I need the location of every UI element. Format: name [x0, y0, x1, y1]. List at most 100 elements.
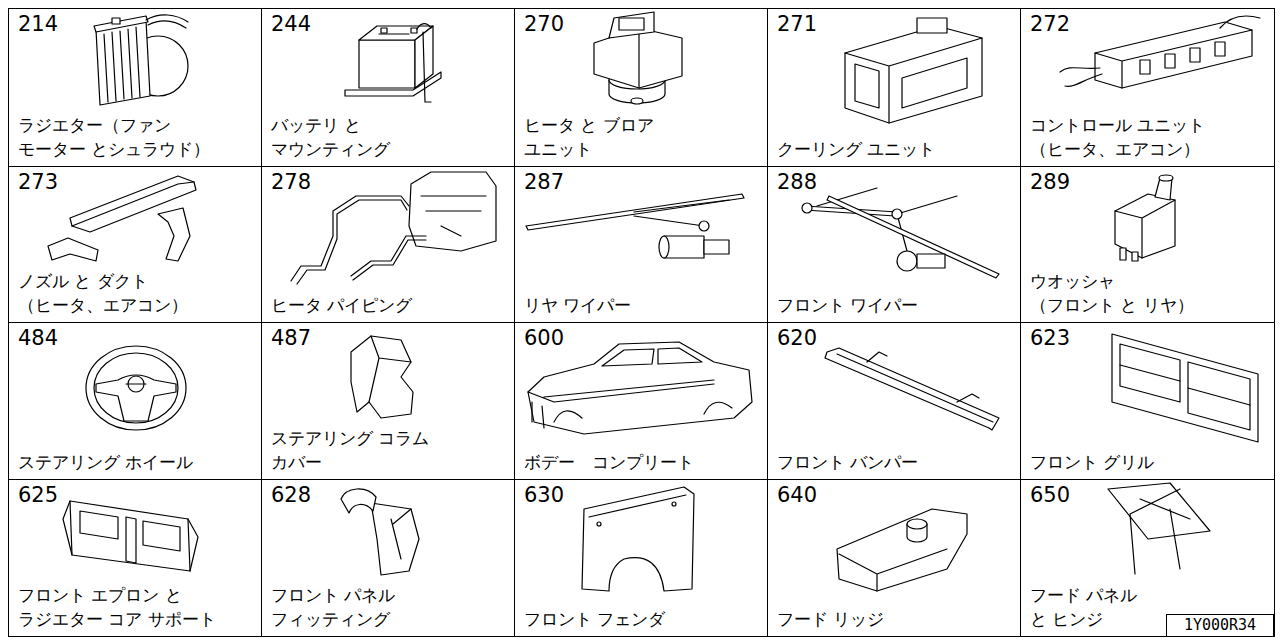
catalog-cell: 640フード リッジ: [767, 479, 1021, 637]
callout-number: 273: [18, 169, 255, 195]
heater-piping-illustration-stroke: [291, 196, 409, 284]
part-name: ボデー コンプリート: [524, 451, 728, 475]
front-wiper-illustration-stroke: [802, 203, 812, 213]
bumper-illustration-stroke: [837, 354, 993, 422]
heater-blower-illustration-stroke: [609, 12, 654, 38]
callout-number: 628: [271, 482, 508, 508]
body-illustration-stroke: [528, 342, 752, 434]
apron-illustration-stroke: [70, 501, 190, 571]
nozzle-duct-illustration: [48, 176, 196, 261]
front-wiper-illustration-stroke: [817, 188, 957, 251]
steering-wheel-illustration-stroke: [86, 346, 186, 430]
body-illustration: [528, 342, 752, 434]
part-name: フロント ワイパー: [777, 294, 981, 318]
control-unit-illustration-stroke: [1095, 22, 1252, 88]
body-illustration-stroke: [602, 348, 702, 366]
radiator-illustration-stroke: [112, 18, 120, 24]
part-name: ステアリング コラム カバー: [271, 427, 458, 475]
battery-illustration-stroke: [379, 32, 431, 102]
fender-illustration-stroke: [597, 522, 601, 526]
fender-illustration: [582, 487, 694, 591]
body-illustration-stroke: [554, 402, 732, 422]
battery-illustration-stroke: [411, 28, 417, 33]
hood-panel-illustration-stroke: [1130, 489, 1190, 574]
nozzle-duct-illustration-stroke: [158, 208, 190, 261]
steering-wheel-illustration: [86, 346, 186, 430]
cooling-unit-illustration-stroke: [855, 64, 879, 108]
part-name: ラジエター（ファン モーター とシュラウド）: [18, 114, 227, 162]
callout-number: 640: [777, 482, 1014, 508]
battery-illustration-stroke: [381, 28, 387, 33]
heater-piping-illustration: [291, 172, 496, 284]
apron-illustration-stroke: [126, 517, 136, 563]
steering-wheel-illustration-stroke: [126, 383, 146, 384]
cooling-unit-illustration-stroke: [902, 58, 967, 108]
callout-number: 600: [524, 325, 761, 351]
bumper-illustration-stroke: [825, 348, 999, 430]
drawing-code: 1Y000R34: [1166, 614, 1274, 637]
hood-ledge-illustration-stroke: [837, 509, 967, 591]
catalog-cell: 287 リヤ ワイパー: [514, 166, 768, 323]
catalog-cell: 625フロント エプロン と ラジエター コア サポート: [8, 479, 262, 637]
cooling-unit-illustration-stroke: [845, 26, 982, 123]
apron-illustration-stroke: [80, 511, 180, 551]
callout-number: 272: [1030, 11, 1268, 37]
steering-wheel-illustration-stroke: [94, 353, 178, 423]
washer-illustration-stroke: [1120, 248, 1126, 260]
nozzle-duct-illustration-stroke: [48, 238, 98, 261]
heater-blower-illustration-stroke: [594, 28, 682, 88]
grille-illustration-stroke: [1112, 334, 1258, 442]
callout-number: 650: [1030, 482, 1268, 508]
catalog-cell: 244バッテリ と マウンティング: [261, 8, 515, 167]
catalog-cell: 270ヒータ と ブロア ユニット: [514, 8, 768, 167]
column-cover-illustration-stroke: [369, 336, 411, 402]
panel-fitting-illustration: [341, 489, 419, 575]
callout-number: 287: [524, 169, 761, 195]
part-name: フロント エプロン と ラジエター コア サポート: [18, 584, 239, 632]
heater-blower-illustration-stroke: [619, 18, 644, 30]
callout-number: 620: [777, 325, 1014, 351]
callout-number: 630: [524, 482, 761, 508]
heater-piping-illustration-stroke: [351, 236, 426, 280]
cooling-unit-illustration-stroke: [845, 38, 982, 123]
column-cover-illustration: [351, 336, 413, 418]
front-wiper-illustration-stroke: [892, 209, 902, 219]
heater-piping-illustration-stroke: [421, 196, 486, 236]
hood-panel-illustration: [1108, 483, 1210, 574]
heater-blower-illustration: [594, 12, 682, 104]
grille-illustration-stroke: [1120, 365, 1250, 405]
heater-piping-illustration-stroke: [409, 172, 496, 251]
hood-panel-illustration-stroke: [1108, 483, 1210, 539]
grille-illustration-stroke: [1120, 344, 1250, 430]
callout-number: 288: [777, 169, 1014, 195]
part-name: クーリング ユニット: [777, 138, 981, 162]
steering-wheel-illustration-stroke: [96, 375, 176, 421]
apron-illustration: [63, 501, 198, 571]
rear-wiper-illustration: [526, 194, 744, 258]
radiator-illustration-stroke: [94, 16, 148, 32]
bumper-illustration-stroke: [867, 352, 979, 402]
catalog-cell: 620 フロント バンパー: [767, 322, 1021, 480]
catalog-cell: 628フロント パネル フィッティング: [261, 479, 515, 637]
body-illustration-stroke: [528, 380, 714, 402]
rear-wiper-illustration-stroke: [699, 221, 709, 231]
callout-number: 487: [271, 325, 508, 351]
part-name: フロント バンパー: [777, 451, 981, 475]
front-wiper-illustration-stroke: [897, 251, 917, 271]
callout-number: 244: [271, 11, 508, 37]
part-name: リヤ ワイパー: [524, 294, 728, 318]
callout-number: 289: [1030, 169, 1268, 195]
part-name: ヒータ と ブロア ユニット: [524, 114, 686, 162]
grille-illustration: [1112, 334, 1258, 442]
front-wiper-illustration-stroke: [917, 254, 945, 268]
fender-illustration-stroke: [582, 487, 694, 591]
rear-wiper-illustration-stroke: [659, 236, 669, 258]
catalog-cell: 288 フロント ワイパー: [767, 166, 1021, 323]
battery-illustration-stroke: [417, 24, 431, 29]
catalog-cell: 623フロント グリル: [1020, 322, 1275, 480]
catalog-cell: 289ウオッシャ （フロント と リヤ）: [1020, 166, 1275, 323]
cooling-unit-illustration: [845, 18, 982, 123]
washer-illustration-stroke: [1159, 175, 1173, 181]
